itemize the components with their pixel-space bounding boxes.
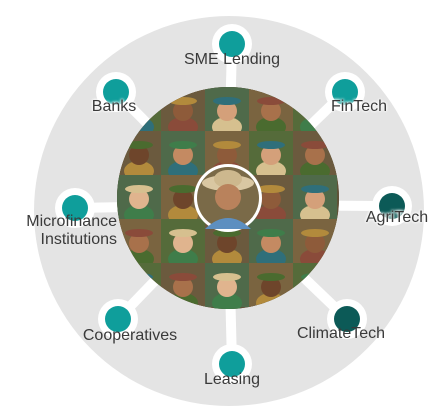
collage-image	[117, 87, 339, 309]
collage-person	[205, 87, 249, 137]
label-microfinance-institutions: Microfinance Institutions	[26, 213, 117, 249]
collage-person	[293, 219, 337, 269]
collage-person	[205, 263, 249, 309]
node-cooperatives	[98, 299, 138, 339]
label-sme-lending: SME Lending	[183, 51, 281, 68]
node-sme-lending	[212, 24, 252, 64]
node-dot-fintech	[332, 79, 358, 105]
label-agritech: AgriTech	[365, 209, 429, 226]
node-fintech	[325, 72, 365, 112]
collage-person	[293, 175, 337, 225]
label-fintech: FinTech	[330, 98, 388, 115]
node-dot-banks	[103, 79, 129, 105]
people-collage	[117, 87, 339, 309]
node-dot-agritech	[379, 193, 405, 219]
collage-person	[161, 219, 205, 269]
node-leasing	[212, 344, 252, 384]
collage-person	[161, 131, 205, 181]
node-dot-climatetech	[334, 306, 360, 332]
collage-person	[249, 131, 293, 181]
node-dot-leasing	[219, 351, 245, 377]
node-dot-sme-lending	[219, 31, 245, 57]
label-climatetech: ClimateTech	[296, 325, 386, 342]
node-agritech	[372, 186, 412, 226]
label-leasing: Leasing	[203, 371, 261, 388]
label-cooperatives: Cooperatives	[82, 327, 178, 344]
node-climatetech	[327, 299, 367, 339]
node-banks	[96, 72, 136, 112]
node-dot-microfinance-institutions	[62, 195, 88, 221]
label-banks: Banks	[91, 98, 137, 115]
collage-person	[117, 175, 161, 225]
collage-person	[249, 219, 293, 269]
node-microfinance-institutions	[55, 188, 95, 228]
node-dot-cooperatives	[105, 306, 131, 332]
